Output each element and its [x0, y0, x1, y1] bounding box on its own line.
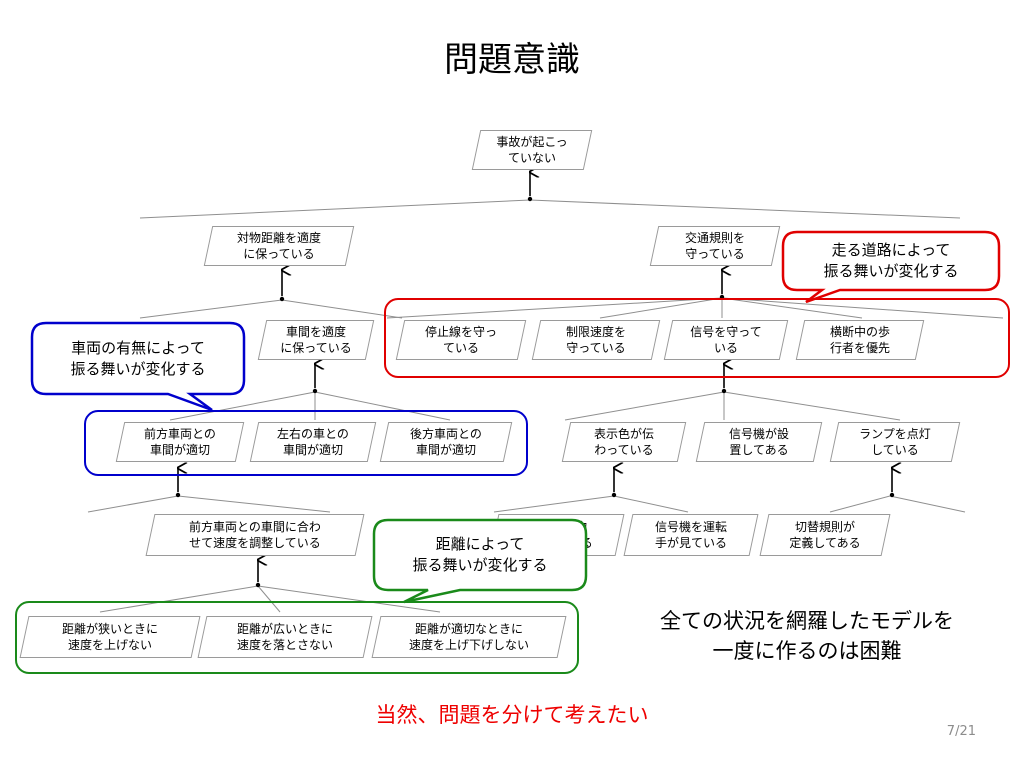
node-label: ランプを点灯 している	[859, 427, 931, 457]
footer-message: 当然、問題を分けて考えたい	[375, 703, 649, 727]
node-keep-distance: 対物距離を適度 に保っている	[203, 226, 355, 266]
node-label: 左右の車との 車間が適切	[277, 427, 349, 457]
blue-callout-text: 車両の有無によって 振る舞いが変化する	[70, 338, 206, 378]
node-label: 切替規則が 定義してある	[789, 520, 861, 550]
node-pedestrian-priority: 横断中の歩 行者を優先	[795, 320, 925, 360]
page-number: 7/21	[946, 724, 976, 739]
node-label: 横断中の歩 行者を優先	[829, 325, 890, 355]
node-lamp-lit: ランプを点灯 している	[829, 422, 961, 462]
node-driver-sees-signal: 信号機を運転 手が見ている	[623, 514, 759, 556]
node-side-gap: 左右の車との 車間が適切	[249, 422, 377, 462]
node-label: 制限速度を 守っている	[565, 325, 626, 355]
red-callout-text: 走る道路によって 振る舞いが変化する	[823, 241, 959, 280]
conclusion-text: 全ての状況を網羅したモデルを 一度に作るのは困難	[660, 609, 954, 663]
node-label: 前方車両との 車間が適切	[144, 427, 216, 457]
node-label: 信号を守って いる	[690, 325, 762, 355]
node-label: 距離が適切なときに 速度を上げ下げしない	[408, 622, 529, 652]
node-obey-traffic-rules: 交通規則を 守っている	[649, 226, 781, 266]
green-highlight-frame	[15, 601, 579, 674]
node-label: 交通規則を 守っている	[684, 231, 745, 261]
node-label: 前方車両との車間に合わ せて速度を調整している	[189, 520, 321, 550]
node-front-gap: 前方車両との 車間が適切	[115, 422, 245, 462]
node-label: 停止線を守っ ている	[424, 325, 497, 355]
node-keep-gap: 車間を適度 に保っている	[257, 320, 375, 360]
node-label: 後方車両との 車間が適切	[410, 427, 482, 457]
node-label: 距離が狭いときに 速度を上げない	[61, 622, 158, 652]
node-speed-limit: 制限速度を 守っている	[531, 320, 661, 360]
node-label: 車間を適度 に保っている	[280, 325, 352, 355]
slide-title: 問題意識	[444, 40, 580, 80]
node-label: 信号機を運転 手が見ている	[654, 520, 727, 550]
node-wide-distance: 距離が広いときに 速度を落とさない	[197, 616, 373, 658]
node-label: 距離が広いときに 速度を落とさない	[236, 622, 333, 652]
node-label: 事故が起こっ ていない	[496, 135, 568, 165]
node-no-accident: 事故が起こっ ていない	[471, 130, 593, 170]
node-proper-distance: 距離が適切なときに 速度を上げ下げしない	[371, 616, 567, 658]
node-label: 表示色が伝 わっている	[593, 427, 654, 457]
red-highlight-frame	[384, 298, 1010, 378]
node-stop-line: 停止線を守っ ている	[395, 320, 527, 360]
node-color-shown: 表示色が伝 わっている	[561, 422, 687, 462]
node-obey-signal: 信号を守って いる	[663, 320, 789, 360]
green-callout-text: 距離によって 振る舞いが変化する	[412, 535, 548, 574]
node-narrow-distance: 距離が狭いときに 速度を上げない	[19, 616, 201, 658]
node-label: 対物距離を適度 に保っている	[236, 231, 321, 261]
blue-highlight-frame	[84, 410, 528, 476]
node-adjust-speed: 前方車両との車間に合わ せて速度を調整している	[145, 514, 365, 556]
node-switching-rule: 切替規則が 定義してある	[759, 514, 891, 556]
node-rear-gap: 後方車両との 車間が適切	[379, 422, 513, 462]
node-signal-installed: 信号機が設 置してある	[695, 422, 823, 462]
node-label: 信号機が設 置してある	[728, 427, 789, 457]
